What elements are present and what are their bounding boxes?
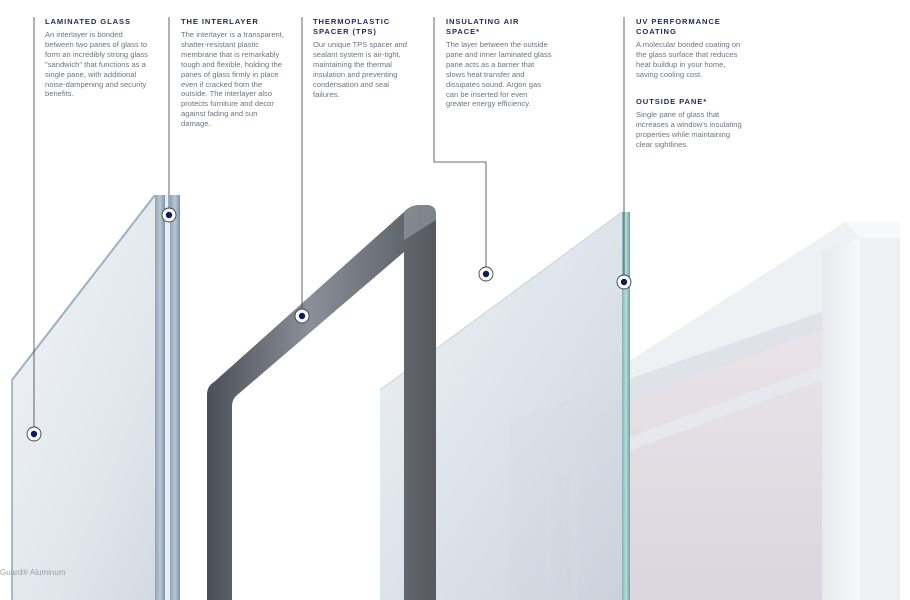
callout-uv-coating: UV PERFORMANCE COATING A molecular bonde… — [636, 17, 748, 80]
laminated-glass — [11, 194, 180, 600]
callout-laminated-glass: LAMINATED GLASS An interlayer is bonded … — [45, 17, 150, 99]
callout-tps-spacer: THERMOPLASTIC SPACER (TPS) Our unique TP… — [313, 17, 413, 99]
callout-insulating-air-space: INSULATING AIR SPACE* The layer between … — [446, 17, 552, 109]
leader-lines — [33, 17, 625, 434]
callout-description: The interlayer is a transparent, shatter… — [181, 30, 284, 129]
callout-title: THE INTERLAYER — [181, 17, 259, 26]
callout-title: LAMINATED GLASS — [45, 17, 131, 26]
marker-uv-coating — [616, 274, 632, 290]
footer-caption: Guard® Aluminum — [0, 568, 66, 577]
callout-interlayer: THE INTERLAYER The interlayer is a trans… — [181, 17, 285, 129]
marker-air-space — [478, 266, 494, 282]
callout-description: A molecular bonded coating on the glass … — [636, 40, 741, 79]
callout-title: OUTSIDE PANE* — [636, 97, 708, 106]
callout-description: An interlayer is bonded between two pane… — [45, 30, 148, 99]
callout-markers — [26, 207, 632, 442]
callout-title: UV PERFORMANCE COATING — [636, 17, 721, 36]
tps-spacer — [207, 205, 436, 600]
leader-air-space — [433, 17, 487, 274]
callout-title: INSULATING AIR SPACE* — [446, 17, 520, 36]
callout-outside-pane: OUTSIDE PANE* Single pane of glass that … — [636, 97, 748, 150]
callout-title: THERMOPLASTIC SPACER (TPS) — [313, 17, 391, 36]
callout-description: Single pane of glass that increases a wi… — [636, 110, 742, 149]
callout-description: The layer between the outside pane and i… — [446, 40, 552, 109]
marker-laminated-glass — [26, 426, 42, 442]
marker-tps-spacer — [294, 308, 310, 324]
callout-description: Our unique TPS spacer and sealant system… — [313, 40, 407, 99]
marker-interlayer — [161, 207, 177, 223]
